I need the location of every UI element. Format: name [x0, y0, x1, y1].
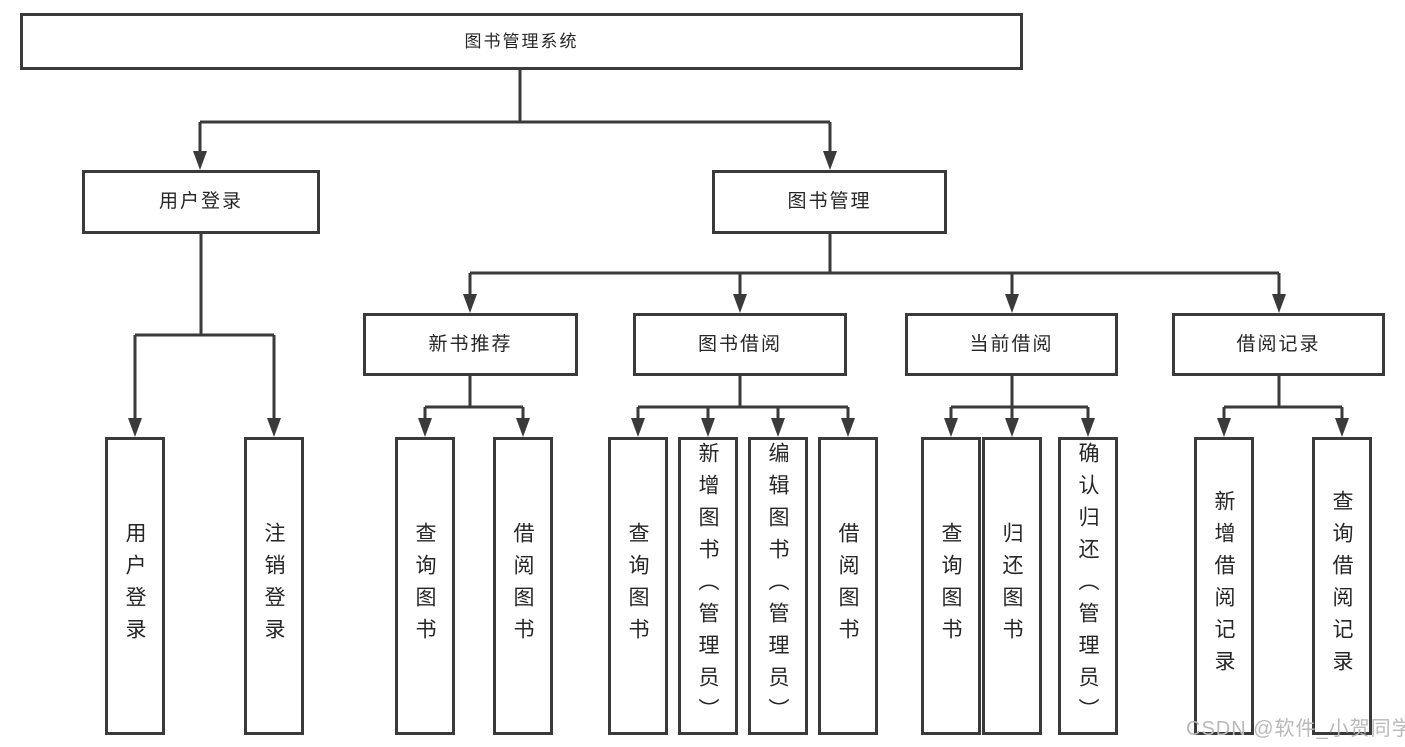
leaf-query-books-recommend: 查询图书 — [395, 437, 455, 735]
connector-current-borrow-branch — [949, 376, 1090, 420]
leaf-confirm-return-admin: 确认归还（管理员） — [1058, 437, 1118, 735]
arrowhead — [128, 418, 142, 437]
leaf-query-borrow-record: 查询借阅记录 — [1312, 437, 1372, 735]
leaf-borrow-books: 借阅图书 — [818, 437, 878, 735]
connector-root-to-level2 — [198, 70, 832, 154]
connector-book-borrow-branch — [636, 376, 850, 420]
leaf-query-books-borrow: 查询图书 — [608, 437, 668, 735]
arrowhead — [1335, 418, 1349, 437]
arrowhead — [463, 294, 477, 313]
leaf-user-login: 用户登录 — [105, 437, 165, 735]
node-borrow-records: 借阅记录 — [1172, 313, 1385, 376]
arrowhead — [418, 418, 432, 437]
leaf-return-book: 归还图书 — [982, 437, 1042, 735]
leaf-borrow-books-recommend: 借阅图书 — [493, 437, 553, 735]
node-book-borrow: 图书借阅 — [633, 313, 847, 376]
arrowhead — [1081, 418, 1095, 437]
node-current-borrow: 当前借阅 — [905, 313, 1118, 376]
node-user-login: 用户登录 — [82, 170, 320, 234]
arrowhead — [1005, 418, 1019, 437]
node-root-system: 图书管理系统 — [20, 13, 1023, 70]
node-book-management: 图书管理 — [712, 170, 947, 234]
arrowhead — [701, 418, 715, 437]
arrowhead — [771, 418, 785, 437]
leaf-logout: 注销登录 — [244, 437, 304, 735]
arrowhead — [1272, 294, 1286, 313]
connector-user-login-branch — [133, 234, 276, 420]
arrowhead — [733, 294, 747, 313]
arrowhead — [267, 418, 281, 437]
arrowheads — [128, 151, 1349, 437]
leaf-add-book-admin: 新增图书（管理员） — [678, 437, 738, 735]
arrowhead — [1005, 294, 1019, 313]
connector-new-book-branch — [423, 376, 525, 420]
arrowhead — [631, 418, 645, 437]
arrowhead — [823, 151, 837, 170]
csdn-watermark: CSDN @软件_小贺同学 — [1186, 718, 1405, 740]
leaf-edit-book-admin: 编辑图书（管理员） — [748, 437, 808, 735]
arrowhead — [516, 418, 530, 437]
node-new-book-recommend: 新书推荐 — [363, 313, 578, 376]
connector-book-management-branch — [468, 234, 1281, 297]
leaf-add-borrow-record: 新增借阅记录 — [1194, 437, 1254, 735]
arrowhead — [1217, 418, 1231, 437]
connector-borrow-records-branch — [1222, 376, 1344, 420]
leaf-query-books-current: 查询图书 — [921, 437, 981, 735]
arrowhead — [841, 418, 855, 437]
arrowhead — [193, 151, 207, 170]
arrowhead — [944, 418, 958, 437]
